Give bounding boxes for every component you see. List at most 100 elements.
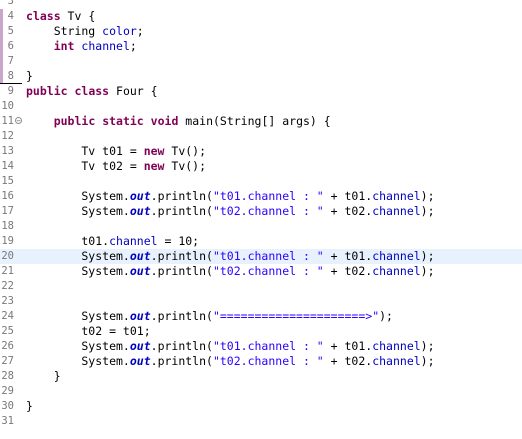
keyword: void	[150, 114, 179, 128]
line-number: 16	[1, 190, 14, 202]
code-line-31[interactable]: 31	[0, 414, 522, 429]
code-line-23[interactable]: 23	[0, 294, 522, 309]
code-line-8[interactable]: 8}	[0, 69, 522, 84]
code-text: ;	[136, 24, 144, 38]
code-text: Tv();	[164, 144, 207, 158]
keyword: static	[102, 114, 144, 128]
code-line-19[interactable]: 19 t01.channel = 10;	[0, 234, 522, 249]
line-number: 26	[1, 340, 14, 352]
code-text	[144, 114, 151, 128]
line-number: 8	[7, 70, 14, 82]
code-line-5[interactable]: 5 String color;	[0, 24, 522, 39]
code-line-13[interactable]: 13 Tv t01 = new Tv();	[0, 144, 522, 159]
code-content: System.out.println("t02.channel : " + t0…	[26, 264, 435, 279]
code-content: System.out.println("t01.channel : " + t0…	[26, 189, 435, 204]
code-text: }	[26, 399, 33, 413]
code-text: System.	[26, 354, 130, 368]
keyword: int	[53, 39, 75, 53]
code-text: t01.	[26, 234, 110, 248]
line-number: 25	[1, 325, 14, 337]
string-literal: "t01.channel : "	[212, 249, 324, 263]
code-line-28[interactable]: 28 }	[0, 369, 522, 384]
code-line-6[interactable]: 6 int channel;	[0, 39, 522, 54]
static-field: out	[129, 354, 151, 368]
code-content: }	[26, 369, 61, 384]
line-number: 22	[1, 280, 14, 292]
line-number-gutter	[0, 0, 22, 439]
code-text: Tv t01 =	[26, 144, 144, 158]
code-text: + t02.	[323, 354, 373, 368]
keyword: public	[53, 114, 96, 128]
code-text	[26, 114, 54, 128]
line-number: 10	[1, 100, 14, 112]
code-content: int channel;	[26, 39, 137, 54]
code-line-20[interactable]: 20 System.out.println("t01.channel : " +…	[0, 249, 522, 264]
code-line-3[interactable]: 3	[0, 0, 522, 9]
static-field: out	[129, 204, 151, 218]
code-text: System.	[26, 264, 130, 278]
code-text: );	[420, 264, 435, 278]
change-marker	[0, 39, 3, 54]
code-text: Tv {	[60, 9, 96, 23]
string-literal: "t01.channel : "	[212, 189, 324, 203]
string-literal: "=====================>"	[212, 309, 380, 323]
field-name: channel	[372, 264, 421, 278]
line-number: 21	[1, 265, 14, 277]
code-line-15[interactable]: 15	[0, 174, 522, 189]
string-literal: "t01.channel : "	[212, 339, 324, 353]
keyword: new	[143, 159, 165, 173]
line-number: 11	[1, 115, 14, 127]
code-text: .println(	[150, 264, 213, 278]
code-line-25[interactable]: 25 t02 = t01;	[0, 324, 522, 339]
code-text: );	[379, 309, 393, 323]
field-name: channel	[372, 189, 421, 203]
code-line-16[interactable]: 16 System.out.println("t01.channel : " +…	[0, 189, 522, 204]
code-text: Tv t02 =	[26, 159, 144, 173]
code-text: main(String[] args) {	[178, 114, 331, 128]
code-line-11[interactable]: 11− public static void main(String[] arg…	[0, 114, 522, 129]
code-line-10[interactable]: 10	[0, 99, 522, 114]
code-content: Tv t02 = new Tv();	[26, 159, 206, 174]
line-number: 7	[7, 55, 14, 67]
code-content: }	[26, 399, 33, 414]
change-marker	[0, 69, 3, 84]
code-line-7[interactable]: 7	[0, 54, 522, 69]
change-marker	[0, 54, 3, 69]
field-name: channel	[109, 234, 158, 248]
code-text	[26, 39, 54, 53]
code-line-27[interactable]: 27 System.out.println("t02.channel : " +…	[0, 354, 522, 369]
line-number: 15	[1, 175, 14, 187]
line-number: 12	[1, 130, 14, 142]
code-line-22[interactable]: 22	[0, 279, 522, 294]
line-divider	[0, 83, 22, 84]
code-text: .println(	[150, 309, 213, 323]
code-line-26[interactable]: 26 System.out.println("t01.channel : " +…	[0, 339, 522, 354]
code-line-12[interactable]: 12	[0, 129, 522, 144]
code-content: System.out.println("====================…	[26, 309, 393, 324]
code-line-14[interactable]: 14 Tv t02 = new Tv();	[0, 159, 522, 174]
line-number: 31	[1, 415, 14, 427]
code-line-24[interactable]: 24 System.out.println("=================…	[0, 309, 522, 324]
code-line-30[interactable]: 30}	[0, 399, 522, 414]
keyword: new	[143, 144, 165, 158]
code-text: = 10;	[157, 234, 200, 248]
code-line-18[interactable]: 18	[0, 219, 522, 234]
code-content: t02 = t01;	[26, 324, 150, 339]
code-text: Tv();	[164, 159, 207, 173]
code-content: t01.channel = 10;	[26, 234, 199, 249]
code-line-21[interactable]: 21 System.out.println("t02.channel : " +…	[0, 264, 522, 279]
code-content: String color;	[26, 24, 144, 39]
fold-toggle-icon[interactable]: −	[15, 117, 22, 125]
code-text: .println(	[150, 249, 213, 263]
code-line-17[interactable]: 17 System.out.println("t02.channel : " +…	[0, 204, 522, 219]
code-text: );	[420, 189, 435, 203]
code-text: .println(	[150, 189, 213, 203]
code-content: public static void main(String[] args) {	[26, 114, 331, 129]
code-line-29[interactable]: 29	[0, 384, 522, 399]
code-text: + t01.	[323, 249, 373, 263]
line-number: 30	[1, 400, 14, 412]
code-text: ;	[129, 39, 137, 53]
